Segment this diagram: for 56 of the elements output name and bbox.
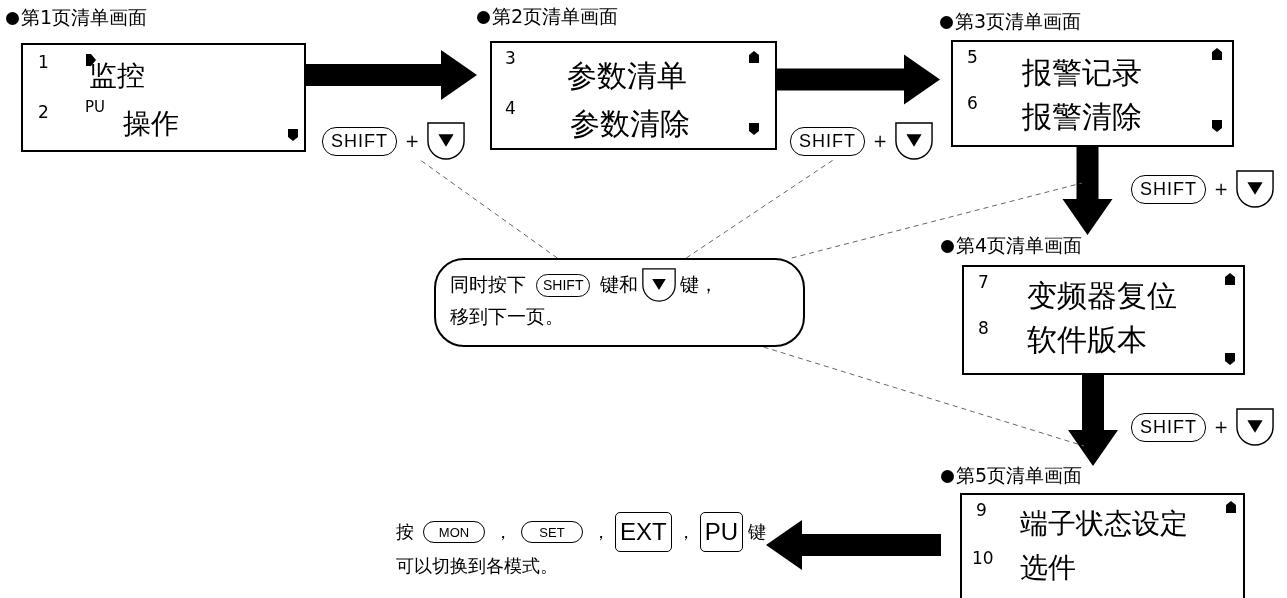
leader-line (763, 346, 1085, 447)
item-number: 5 (967, 48, 978, 67)
instruction-text: 按 (396, 520, 414, 544)
leader-line (419, 159, 558, 259)
menu-item: 软件版本 (1027, 323, 1147, 356)
leader-line (685, 159, 834, 259)
screen-heading: 第4页清单画面 (956, 233, 1083, 258)
item-number: 8 (978, 319, 989, 338)
item-number: 9 (976, 501, 987, 520)
item-number: 3 (505, 49, 516, 68)
item-number: 10 (972, 549, 994, 568)
callout-text: 键， (680, 272, 719, 297)
callout-bubble (434, 258, 805, 347)
screen-heading: 第5页清单画面 (956, 462, 1083, 488)
menu-item: 参数清除 (570, 107, 690, 140)
item-number: 1 (38, 53, 49, 72)
plus-sign: + (405, 131, 420, 151)
menu-item: 监控 (89, 61, 145, 92)
block-arrow (777, 54, 940, 105)
plus-sign: + (1214, 179, 1229, 199)
shift-key: SHIFT (322, 126, 397, 156)
item-number: 7 (978, 273, 989, 292)
callout-text: 同时按下 (450, 272, 526, 297)
item-number: 4 (505, 99, 516, 118)
leader-line (791, 182, 1083, 259)
instruction-text: ， (676, 520, 695, 544)
menu-item: 变频器复位 (1027, 279, 1177, 312)
block-arrow (306, 50, 477, 100)
shift-key: SHIFT (790, 126, 865, 156)
block-arrow (766, 520, 941, 570)
shift-key: SHIFT (1131, 412, 1206, 442)
plus-sign: + (1214, 417, 1229, 437)
mode-key: PU (699, 512, 744, 552)
menu-item: 参数清单 (567, 59, 687, 92)
block-arrow (1062, 147, 1113, 235)
instruction-text: ， (494, 520, 512, 544)
mode-key: EXT (615, 512, 672, 552)
menu-item: 报警记录 (1022, 56, 1142, 89)
menu-item: 端子状态设定 (1020, 509, 1188, 540)
plus-sign: + (873, 131, 888, 151)
item-number: 2 (38, 103, 49, 122)
callout-text: 移到下一页。 (450, 304, 564, 329)
shift-key: SHIFT (1131, 174, 1206, 204)
menu-item: 选件 (1020, 553, 1076, 584)
screen-heading: 第3页清单画面 (955, 9, 1082, 34)
callout-text: 键和 (600, 272, 639, 297)
screen-heading: 第1页清单画面 (21, 4, 148, 30)
item-number: PU (85, 99, 106, 116)
item-number: 6 (967, 94, 978, 113)
screen-heading: 第2页清单画面 (492, 3, 619, 29)
menu-item: 报警清除 (1022, 100, 1142, 133)
instruction-text: 可以切换到各模式。 (396, 554, 558, 578)
menu-item: 操作 (123, 109, 179, 140)
instruction-text: ， (592, 520, 610, 544)
block-arrow (1068, 375, 1118, 466)
instruction-text: 键 (748, 520, 767, 544)
